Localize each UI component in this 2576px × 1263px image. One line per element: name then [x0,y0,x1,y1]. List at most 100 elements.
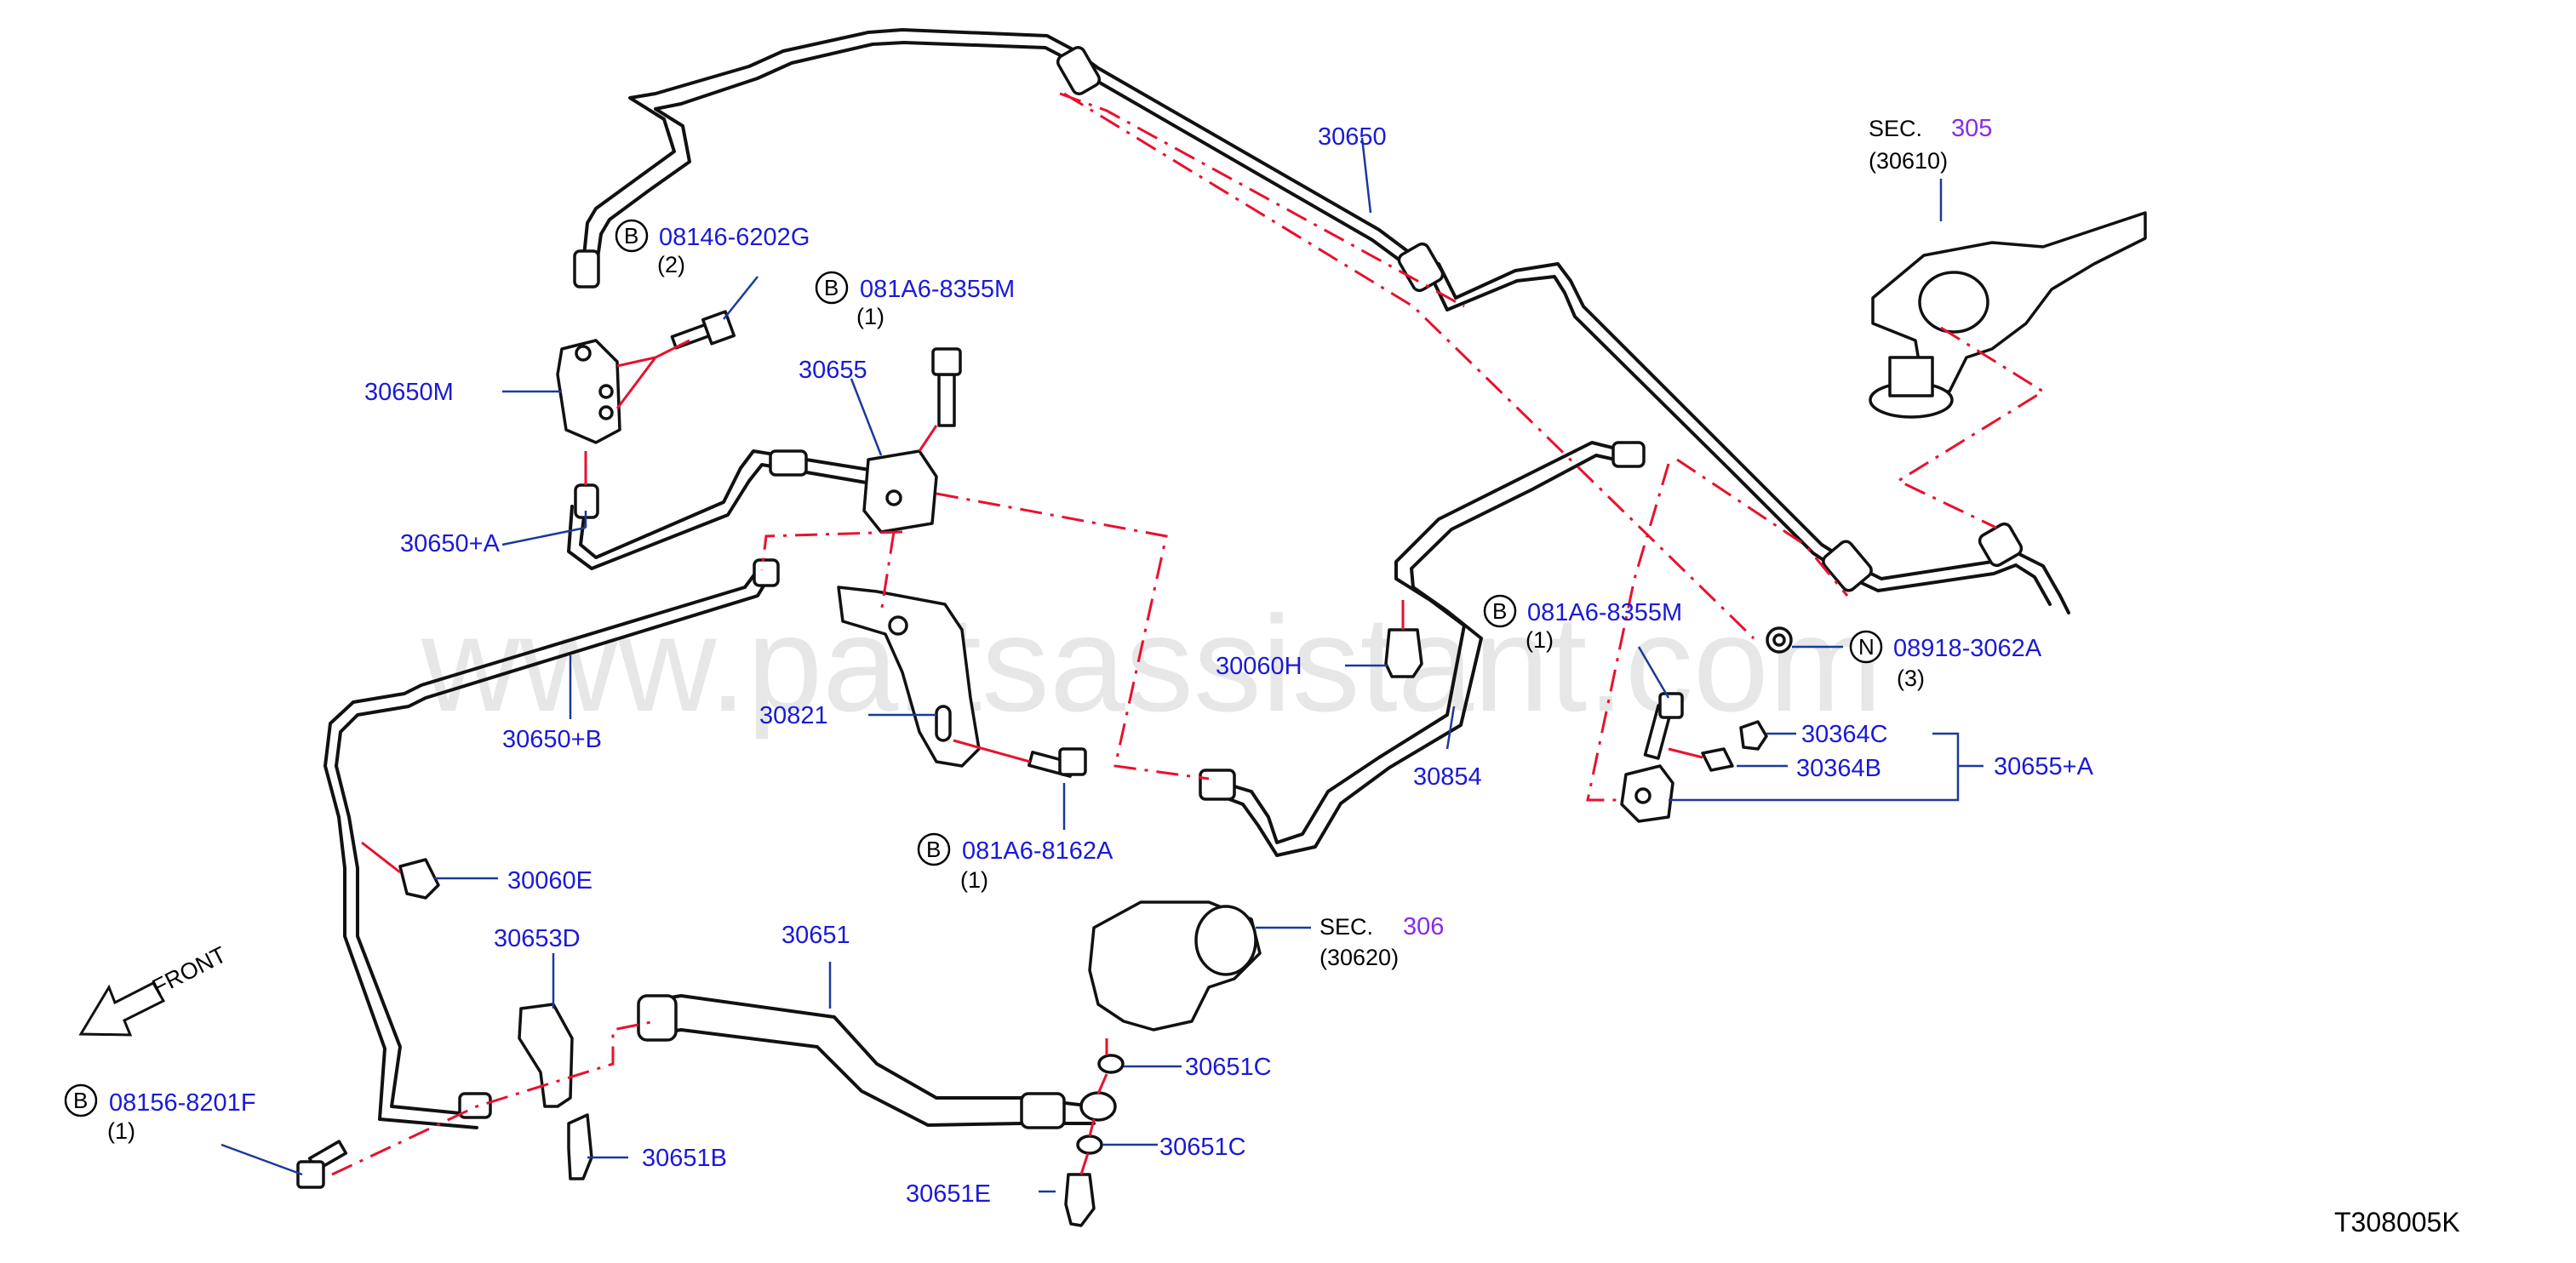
leader-30854 [1445,706,1456,750]
svg-text:(1): (1) [1526,627,1554,653]
ref-line-10 [615,339,690,409]
label-30655: 30655 [799,357,867,384]
svg-text:306: 306 [1403,913,1444,940]
sec-ref-305: SEC. 305 (30610) [1869,115,1992,174]
fastener-08146-6202G: B 08146-6202G (2) [615,219,810,277]
label-30854: 30854 [1413,763,1482,791]
svg-text:B: B [824,275,839,300]
svg-text:305: 305 [1951,115,1992,142]
ref-line-12 [918,425,938,452]
svg-text:(1): (1) [107,1118,135,1144]
bolt-081A6-8355M-right [1643,692,1684,760]
washer-30651C-lower [1076,1134,1103,1155]
sec-ref-306: SEC. 306 (30620) [1319,913,1444,970]
svg-text:08156-8201F: 08156-8201F [109,1089,256,1117]
washer-30651C-upper [1097,1054,1125,1074]
leader-30364 [1737,732,1796,768]
ref-line-5 [879,531,896,614]
nut-hole [1772,633,1786,647]
label-30655A: 30655+A [1994,753,2094,780]
label-30651: 30651 [781,922,850,949]
leader-30650A [501,511,587,546]
svg-text:(30620): (30620) [1319,945,1399,970]
label-30651E: 30651E [906,1180,991,1208]
ref-line-1 [1063,92,1755,640]
ref-line-13 [953,739,1031,763]
label-30060H: 30060H [1216,653,1302,680]
svg-text:08146-6202G: 08146-6202G [659,224,810,251]
pipe-30650-A-inner [567,463,883,570]
svg-text:(30610): (30610) [1869,148,1948,174]
label-30364B: 30364B [1796,755,1881,782]
block-30655 [862,449,938,534]
fitting-30854-top [1611,441,1646,468]
block-30655-hole [885,489,902,506]
ref-line-17 [1668,747,1703,759]
master-cylinder-reservoir-neck [1888,356,1934,397]
clip-30364C [1739,720,1768,751]
svg-text:SEC.: SEC. [1869,116,1922,141]
ref-line-9 [331,1020,656,1176]
ref-line-16 [1079,1038,1108,1175]
fastener-081A6-8355M-top: B 081A6-8355M (1) [815,271,1015,329]
svg-text:081A6-8355M: 081A6-8355M [1527,599,1682,626]
fastener-081A6-8162A: B 081A6-8162A (1) [917,832,1113,893]
leader-30651C [1102,1065,1182,1146]
pipe-30650-upper [581,28,2070,614]
label-30651B: 30651B [642,1145,727,1172]
ref-line-4 [760,530,903,571]
svg-text:(2): (2) [657,252,685,277]
clip-30651B [567,1113,593,1180]
svg-text:B: B [73,1088,88,1113]
label-30364C: 30364C [1801,721,1888,748]
ref-line-15 [361,841,401,874]
svg-text:081A6-8162A: 081A6-8162A [962,837,1113,865]
label-30650M: 30650M [364,379,454,406]
bleeder-30651E [1064,1173,1096,1227]
svg-text:(1): (1) [856,304,884,329]
svg-text:N: N [1858,634,1875,660]
front-arrow-icon [78,981,166,1037]
pipe-30650-B [335,573,772,1117]
label-30650B: 30650+B [502,726,602,753]
leader-081A6-8355M-right [1637,646,1670,699]
bracket-30650M-hole-3 [598,405,614,420]
pipe-30650-B-inner [323,569,759,1129]
bracket-30821-slot [935,705,952,742]
leader-08146 [723,276,758,320]
bolt-08156-8201F [296,1140,348,1189]
fitting-30650B-bottom [458,1092,492,1119]
bracket-30650M-hole-1 [575,345,592,362]
banjo-30651 [1079,1091,1117,1122]
fitting-30854-bottom [1199,769,1236,801]
bolt-081A6-8162A [1028,747,1087,778]
diagram-code: T308005K [2334,1207,2460,1237]
clip-30060H [1384,628,1423,678]
fastener-081A6-8355M-right: B 081A6-8355M (1) [1483,594,1682,653]
fitting-30650A-right [769,449,808,477]
label-30650A: 30650+A [400,530,501,557]
fitting-top [1056,46,1102,95]
master-cylinder-body [1918,271,1989,334]
fitting-right [1822,540,1873,592]
fitting-left-upper [573,249,600,289]
svg-text:(3): (3) [1897,666,1925,691]
hose-30854-inner [1207,454,1636,857]
pipe-30650-A [579,449,887,559]
ref-line-2 [1059,92,1465,308]
label-30650: 30650 [1318,123,1387,151]
bolt-081A6-8355M-top [931,347,962,427]
label-30651C-upper: 30651C [1185,1054,1272,1081]
bracket-30821-hole [888,615,908,636]
label-30651C-lower: 30651C [1159,1134,1246,1161]
svg-text:B: B [624,223,638,249]
hose-30854 [1207,441,1628,844]
svg-text:B: B [926,837,941,862]
label-30060E: 30060E [507,867,592,894]
fitting-30651-right [1020,1092,1066,1129]
svg-text:081A6-8355M: 081A6-8355M [860,276,1015,303]
svg-text:SEC.: SEC. [1319,914,1373,940]
ref-line-3 [936,492,1210,780]
hose-30651 [654,994,1096,1108]
